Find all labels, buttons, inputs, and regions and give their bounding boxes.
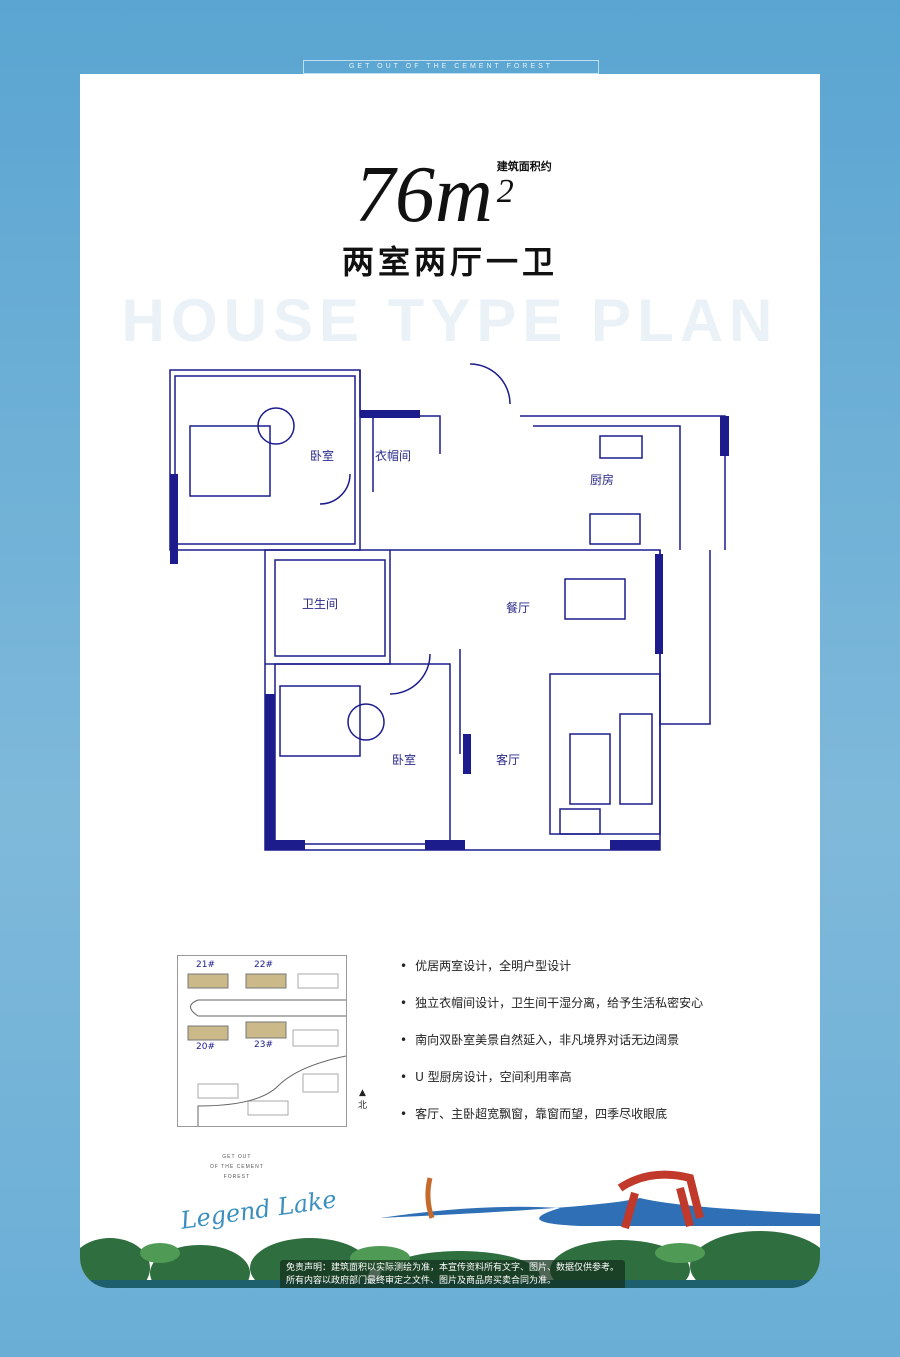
compass-icon: ▲ bbox=[359, 1088, 366, 1098]
plan-walls bbox=[169, 363, 726, 851]
room-label-living: 客厅 bbox=[496, 752, 520, 767]
slogan-line: FOREST bbox=[223, 1174, 251, 1180]
disclaimer: 免责声明：建筑面积以实际测绘为准，本宣传资料所有文字、图片、数据仅供参考。所有内… bbox=[280, 1260, 626, 1288]
disclaimer-line: 所有内容以政府部门最终审定之文件、图片及商品房买卖合同为准。 bbox=[286, 1276, 557, 1286]
poster-card: HOUSE TYPE PLAN 76m 建筑面积约 2 两室两厅一卫 bbox=[80, 74, 820, 1288]
area-value: 76m 建筑面积约 2 bbox=[355, 154, 552, 236]
slogan-line: GET OUT bbox=[222, 1154, 252, 1160]
room-label-bedroom-2: 卧室 bbox=[392, 752, 416, 767]
plan-solid-walls bbox=[170, 410, 729, 850]
building-22: 22# bbox=[254, 960, 273, 970]
building-23: 23# bbox=[254, 1040, 273, 1050]
slogan-line: OF THE CEMENT bbox=[210, 1164, 264, 1170]
feature-item: 客厅、主卧超宽飘窗，靠窗而望，四季尽收眼底 bbox=[400, 1106, 703, 1143]
north-label: 北 bbox=[358, 1101, 368, 1111]
north-arrow: ▲北 bbox=[358, 1088, 367, 1111]
brand-slogan: GET OUT OF THE CEMENT FOREST bbox=[210, 1152, 264, 1182]
room-label-dining: 餐厅 bbox=[506, 600, 530, 615]
area-number: 76m bbox=[355, 151, 493, 239]
floor-plan: 卧室 衣帽间 厨房 卫生间 餐厅 卧室 客厅 bbox=[169, 363, 729, 851]
area-unit-sup: 2 bbox=[496, 173, 514, 210]
disclaimer-line: 免责声明：建筑面积以实际测绘为准，本宣传资料所有文字、图片、数据仅供参考。 bbox=[286, 1263, 620, 1273]
room-label-bathroom: 卫生间 bbox=[302, 597, 338, 611]
building-21: 21# bbox=[196, 960, 215, 970]
room-label-cloakroom: 衣帽间 bbox=[375, 448, 411, 463]
feature-item: 优居两室设计，全明户型设计 bbox=[400, 958, 703, 995]
room-label-kitchen: 厨房 bbox=[590, 472, 614, 487]
layout-title: 两室两厅一卫 bbox=[341, 243, 558, 281]
tagline: GET OUT OF THE CEMENT FOREST bbox=[303, 60, 599, 74]
site-plan: 21# 22# 20# 23# bbox=[177, 955, 347, 1127]
watermark: HOUSE TYPE PLAN bbox=[121, 287, 779, 354]
feature-list: 优居两室设计，全明户型设计 独立衣帽间设计，卫生间干湿分离，给予生活私密安心 南… bbox=[400, 958, 703, 1143]
building-20: 20# bbox=[196, 1042, 215, 1052]
feature-item: U 型厨房设计，空间利用率高 bbox=[400, 1069, 703, 1106]
feature-item: 独立衣帽间设计，卫生间干湿分离，给予生活私密安心 bbox=[400, 995, 703, 1032]
feature-item: 南向双卧室美景自然延入，非凡境界对话无边阔景 bbox=[400, 1032, 703, 1069]
area-label: 建筑面积约 bbox=[496, 160, 552, 173]
room-label-bedroom-1: 卧室 bbox=[310, 448, 334, 463]
